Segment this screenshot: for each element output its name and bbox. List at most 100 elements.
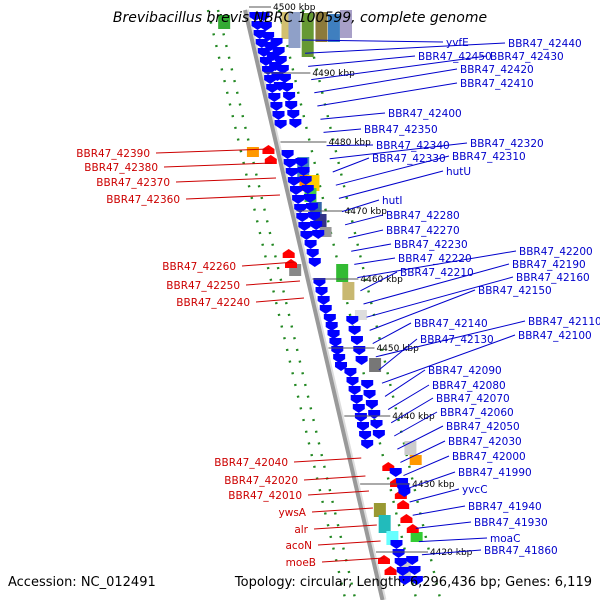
feature-block [319, 227, 332, 237]
forward-gene-arrow [287, 177, 300, 186]
feature-block [315, 12, 328, 42]
forward-label-leader [344, 214, 384, 226]
forward-label-leader [338, 170, 444, 199]
forward-label-leader [301, 39, 444, 43]
reverse-gene-arrow [406, 524, 419, 533]
forward-gene-arrow [257, 12, 270, 21]
forward-gene-label: BBR47_42440 [508, 38, 582, 50]
forward-label-leader [397, 425, 444, 450]
forward-gene-label: BBR47_42080 [432, 380, 506, 392]
forward-gene-arrow [396, 567, 409, 576]
forward-gene-arrow [306, 249, 319, 258]
forward-gene-arrow [264, 42, 277, 51]
feature-block [378, 515, 391, 533]
forward-label-leader [323, 128, 362, 133]
forward-gene-label: BBR47_42050 [446, 421, 520, 433]
reverse-gene-label: BBR47_42370 [96, 177, 170, 189]
reverse-gene-arrow [285, 259, 298, 268]
forward-gene-arrow [299, 176, 312, 185]
forward-gene-arrow [272, 111, 285, 120]
forward-gene-arrow [354, 413, 367, 422]
forward-gene-arrow [308, 212, 321, 221]
forward-gene-arrow [346, 316, 359, 325]
forward-gene-arrow [361, 440, 374, 449]
map-title: Brevibacillus brevis NBRC 100599, comple… [113, 10, 487, 26]
forward-gene-arrow [346, 377, 359, 386]
forward-gene-arrow [327, 330, 340, 339]
reverse-strand-genes [262, 145, 419, 575]
forward-gene-label: BBR47_42230 [394, 239, 468, 251]
forward-gene-arrow [352, 404, 365, 413]
reverse-label-leader [303, 475, 366, 481]
forward-label-leader [366, 276, 514, 318]
forward-gene-label: moaC [490, 533, 520, 545]
feature-block [369, 358, 382, 372]
reverse-label-leader [163, 162, 273, 168]
forward-gene-arrow [317, 296, 330, 305]
forward-gene-label: BBR47_42340 [376, 140, 450, 152]
forward-label-leader [415, 521, 472, 529]
forward-gene-arrow [335, 362, 348, 371]
feature-block [218, 15, 231, 29]
forward-gene-arrow [270, 102, 283, 111]
kbp-tick-label: 4430 kbp [412, 480, 455, 490]
forward-gene-arrow [259, 57, 272, 66]
forward-gene-arrow [392, 549, 405, 558]
forward-label-leader [311, 55, 488, 81]
forward-gene-arrow [308, 258, 321, 267]
reverse-gene-arrow [282, 249, 295, 258]
reverse-gene-labels: BBR47_42390BBR47_42380BBR47_42370BBR47_4… [76, 148, 385, 569]
reverse-gene-arrow [384, 566, 397, 575]
forward-gene-arrow [287, 110, 300, 119]
forward-label-leader [387, 384, 430, 411]
forward-label-leader [378, 338, 418, 371]
reverse-gene-label: BBR47_42040 [214, 457, 288, 469]
forward-gene-arrow [398, 488, 411, 497]
feature-block [409, 455, 422, 465]
forward-gene-label: BBR47_42420 [460, 64, 534, 76]
reverse-label-leader [245, 280, 301, 286]
forward-gene-arrow [355, 356, 368, 365]
outer-right-dotted-line [301, 9, 442, 600]
forward-gene-label: BBR47_42160 [516, 272, 590, 284]
reverse-label-leader [307, 490, 369, 496]
forward-gene-arrow [269, 62, 282, 71]
forward-label-leader [348, 229, 384, 239]
forward-label-leader [354, 257, 396, 265]
reverse-label-leader [313, 524, 377, 530]
reverse-gene-label: BBR47_42380 [84, 162, 158, 174]
forward-gene-arrow [297, 167, 310, 176]
forward-label-leader [403, 455, 450, 477]
forward-label-leader [341, 199, 380, 213]
forward-gene-label: BBR47_42350 [364, 124, 438, 136]
forward-label-leader [394, 411, 438, 437]
reverse-label-leader [311, 507, 373, 513]
forward-gene-arrow [356, 422, 369, 431]
feature-block [327, 14, 340, 42]
forward-gene-arrow [333, 354, 346, 363]
reverse-gene-label: BBR47_42260 [162, 261, 236, 273]
forward-gene-arrow [289, 119, 302, 128]
reverse-gene-label: BBR47_42020 [224, 475, 298, 487]
kbp-tick-label: 4440 kbp [392, 412, 435, 422]
forward-label-leader [384, 369, 426, 397]
reverse-label-leader [317, 540, 381, 546]
forward-gene-arrow [296, 213, 309, 222]
kbp-tick-label: 4450 kbp [376, 344, 419, 354]
kbp-tick-label: 4470 kbp [345, 207, 388, 217]
reverse-gene-label: BBR47_42010 [228, 490, 302, 502]
reverse-gene-label: ywsA [279, 507, 307, 519]
feature-block [336, 264, 349, 282]
forward-gene-arrow [394, 558, 407, 567]
forward-gene-arrow [389, 468, 402, 477]
forward-gene-label: BBR47_41930 [474, 517, 548, 529]
forward-label-leader [335, 155, 450, 186]
forward-gene-arrow [262, 32, 275, 41]
reverse-gene-label: moeB [286, 557, 316, 569]
forward-label-leader [320, 112, 386, 120]
reverse-gene-label: BBR47_42250 [166, 280, 240, 292]
forward-gene-arrow [283, 159, 296, 168]
forward-gene-label: BBR47_42220 [398, 253, 472, 265]
forward-gene-arrow [295, 158, 308, 167]
